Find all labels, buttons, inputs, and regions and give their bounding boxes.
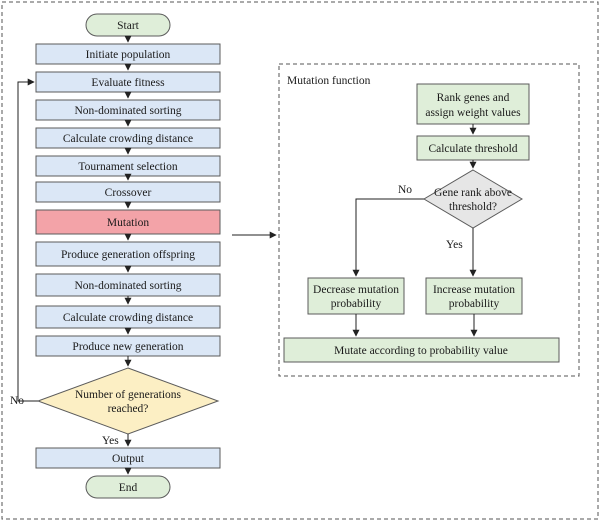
mutation-function-panel: Mutation function Rank genes and assign … bbox=[278, 63, 580, 377]
nds1-label: Non-dominated sorting bbox=[75, 105, 182, 117]
generations-no-label: No bbox=[10, 395, 24, 407]
crowding-distance-step-1: Calculate crowding distance bbox=[35, 127, 221, 149]
crowd2-label: Calculate crowding distance bbox=[63, 312, 193, 324]
start-terminal: Start bbox=[85, 13, 171, 37]
decrease-line2: probability bbox=[331, 298, 382, 310]
evaluate-fitness-step: Evaluate fitness bbox=[35, 71, 221, 93]
crossover-step: Crossover bbox=[35, 181, 221, 203]
main-flow: Start Initiate population Evaluate fitne… bbox=[10, 13, 221, 499]
generations-yes-label: Yes bbox=[102, 435, 119, 447]
generations-decision: Number of generations reached? bbox=[36, 367, 220, 435]
newgen-label: Produce new generation bbox=[72, 341, 183, 353]
mutate-label: Mutate according to probability value bbox=[334, 345, 508, 357]
crossover-label: Crossover bbox=[105, 187, 152, 199]
crowd1-label: Calculate crowding distance bbox=[63, 133, 193, 145]
mutation-function-title: Mutation function bbox=[287, 75, 371, 87]
crowding-distance-step-2: Calculate crowding distance bbox=[35, 305, 221, 329]
produce-offspring-step: Produce generation offspring bbox=[35, 241, 221, 267]
mutation-step: Mutation bbox=[35, 209, 221, 235]
mutate-step: Mutate according to probability value bbox=[283, 337, 560, 363]
gene-rank-yes-label: Yes bbox=[446, 239, 463, 251]
tournament-selection-step: Tournament selection bbox=[35, 155, 221, 177]
non-dominated-sorting-step-1: Non-dominated sorting bbox=[35, 99, 221, 121]
decrease-line1: Decrease mutation bbox=[313, 284, 399, 296]
increase-line1: Increase mutation bbox=[433, 284, 515, 296]
decrease-probability-step: Decrease mutation probability bbox=[307, 277, 405, 315]
increase-probability-step: Increase mutation probability bbox=[425, 277, 523, 315]
tournament-label: Tournament selection bbox=[78, 161, 177, 173]
gene-rank-no-label: No bbox=[398, 184, 412, 196]
initiate-population-step: Initiate population bbox=[35, 43, 221, 65]
generations-decision-line1: Number of generations bbox=[75, 389, 182, 401]
mutation-function-frame bbox=[278, 63, 580, 377]
end-label: End bbox=[119, 482, 138, 494]
calculate-threshold-step: Calculate threshold bbox=[416, 135, 530, 161]
rank-genes-step: Rank genes and assign weight values bbox=[416, 83, 530, 125]
initiate-label: Initiate population bbox=[86, 49, 171, 61]
rank-genes-line1: Rank genes and bbox=[437, 92, 510, 104]
end-terminal: End bbox=[85, 475, 171, 499]
rank-genes-line2: assign weight values bbox=[425, 107, 521, 119]
offspring-label: Produce generation offspring bbox=[61, 249, 195, 261]
gene-rank-decision-line2: threshold? bbox=[449, 201, 497, 213]
produce-new-generation-step: Produce new generation bbox=[35, 335, 221, 357]
increase-line2: probability bbox=[449, 298, 500, 310]
gene-rank-decision-line1: Gene rank above bbox=[434, 187, 512, 199]
generations-decision-line2: reached? bbox=[108, 403, 149, 415]
start-label: Start bbox=[117, 20, 140, 32]
nds2-label: Non-dominated sorting bbox=[75, 280, 182, 292]
output-step: Output bbox=[35, 447, 221, 469]
gene-rank-decision: Gene rank above threshold? bbox=[423, 169, 523, 229]
mutation-label: Mutation bbox=[107, 217, 149, 229]
evaluate-label: Evaluate fitness bbox=[91, 77, 165, 89]
output-label: Output bbox=[112, 453, 145, 465]
threshold-label: Calculate threshold bbox=[428, 143, 517, 155]
non-dominated-sorting-step-2: Non-dominated sorting bbox=[35, 273, 221, 297]
